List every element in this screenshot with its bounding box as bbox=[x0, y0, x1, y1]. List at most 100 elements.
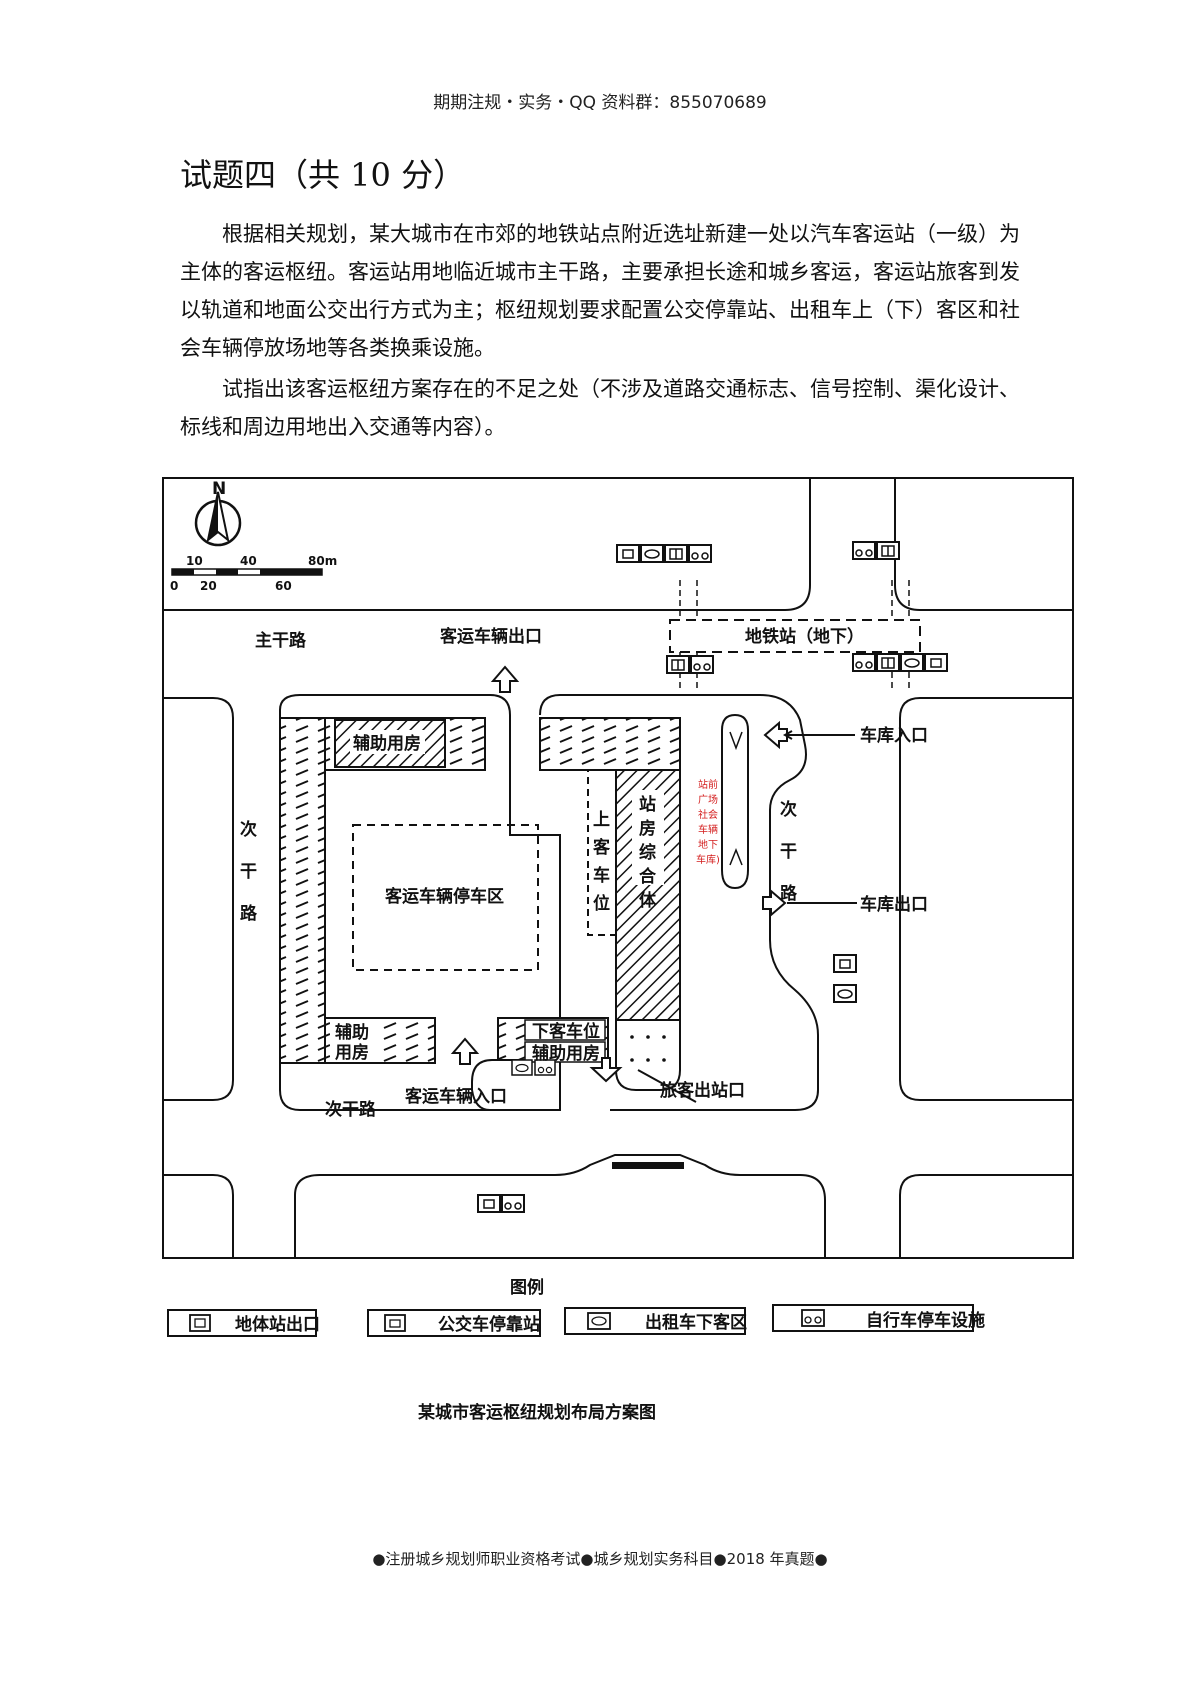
paragraph-2-text: 试指出该客运枢纽方案存在的不足之处（不涉及道路交通标志、信号控制、渠化设计、标线… bbox=[180, 377, 1020, 439]
median-strip bbox=[612, 1162, 684, 1169]
block-right bbox=[899, 697, 1074, 1101]
garage-ramp bbox=[721, 713, 749, 890]
aux-building-bottom bbox=[524, 1041, 606, 1063]
bus-stop-icon bbox=[616, 544, 640, 563]
legend-bus-label: 公交车停靠站 bbox=[438, 1314, 540, 1335]
plaza-line-1: 站前 bbox=[698, 778, 718, 791]
hub-layout-plan: N 10 40 80m 0 20 60 主干路 客运车辆出口 地铁站（地下） 车… bbox=[162, 477, 1074, 1423]
metro-station-label: 地铁站（地下） bbox=[745, 626, 864, 647]
scale-bottom-3: 60 bbox=[275, 579, 292, 593]
block-top-left bbox=[162, 477, 811, 611]
aux-top-label: 辅助用房 bbox=[353, 733, 421, 754]
station-complex-label: 站房综合体 bbox=[639, 794, 657, 911]
aux-left-label: 辅助 用房 bbox=[335, 1022, 369, 1063]
bus-stop-icon bbox=[384, 1314, 406, 1332]
bicycle-icon bbox=[852, 653, 876, 672]
metro-station-box bbox=[669, 619, 921, 653]
legend-bicycle: 自行车停车设施 bbox=[772, 1304, 985, 1332]
garage-entry-label: 车库入口 bbox=[860, 725, 928, 746]
scale-bottom-1: 0 bbox=[170, 579, 178, 593]
scale-bottom-2: 20 bbox=[200, 579, 217, 593]
question-paragraph-1: 根据相关规划，某大城市在市郊的地铁站点附近选址新建一处以汽车客运站（一级）为主体… bbox=[180, 215, 1030, 367]
scale-top-2: 40 bbox=[240, 554, 257, 568]
metro-exit-icon bbox=[189, 1314, 211, 1332]
bicycle-icon bbox=[534, 1059, 556, 1076]
svg-text:次干路: 次干路 bbox=[780, 799, 798, 904]
aux-left-line-1: 辅助 bbox=[335, 1022, 369, 1043]
main-road-label: 主干路 bbox=[255, 630, 307, 651]
plaza-line-6: 车库) bbox=[696, 853, 720, 866]
garage-exit-arrow bbox=[762, 888, 787, 918]
legend-metro: 地体站出口 bbox=[167, 1309, 320, 1337]
north-east-building-strip bbox=[539, 717, 681, 771]
passenger-exit-arrow bbox=[589, 1057, 623, 1083]
scale-top-3: 80m bbox=[308, 554, 337, 568]
bus-stop-icon bbox=[477, 1194, 501, 1213]
bus-parking-label: 客运车辆停车区 bbox=[384, 886, 504, 907]
bicycle-icon bbox=[852, 541, 876, 560]
bus-stop-icon bbox=[924, 653, 948, 672]
plaza-line-5: 地下 bbox=[698, 838, 718, 851]
legend-title: 图例 bbox=[510, 1277, 544, 1298]
aux-label-bg-left bbox=[330, 1020, 375, 1062]
taxi-icon bbox=[640, 544, 664, 563]
block-top-right bbox=[894, 477, 1074, 611]
bus-entry-label: 客运车辆入口 bbox=[404, 1086, 507, 1107]
bus-parking-area bbox=[352, 824, 539, 971]
legend-taxi: 出租车下客区 bbox=[564, 1307, 747, 1335]
svg-text:上客车位: 上客车位 bbox=[592, 810, 611, 914]
secondary-road-bottom-label: 次干路 bbox=[325, 1099, 377, 1120]
paragraph-1-text: 根据相关规划，某大城市在市郊的地铁站点附近选址新建一处以汽车客运站（一级）为主体… bbox=[180, 222, 1020, 360]
block-left bbox=[162, 697, 234, 1101]
station-plaza-end bbox=[615, 1019, 681, 1091]
page-footer: ●注册城乡规划师职业资格考试●城乡规划实务科目●2018 年真题● bbox=[372, 1550, 828, 1568]
plan-caption: 某城市客运枢纽规划布局方案图 bbox=[418, 1402, 656, 1423]
pickup-label: 上客车位 bbox=[592, 810, 611, 914]
bus-exit-arrow bbox=[490, 665, 520, 693]
bicycle-icon bbox=[688, 544, 712, 563]
bicycle-icon bbox=[801, 1309, 825, 1327]
station-label-bg bbox=[632, 790, 664, 885]
plaza-line-2: 广场 bbox=[698, 793, 718, 806]
question-paragraph-2: 试指出该客运枢纽方案存在的不足之处（不涉及道路交通标志、信号控制、渠化设计、标线… bbox=[180, 370, 1030, 446]
bus-stop-icon bbox=[833, 954, 857, 973]
block-bottom-middle bbox=[294, 1154, 826, 1259]
bicycle-icon bbox=[501, 1194, 525, 1213]
bicycle-icon bbox=[690, 655, 714, 674]
dropoff-bays bbox=[524, 1019, 606, 1041]
garage-exit-label: 车库出口 bbox=[860, 894, 928, 915]
bus-entry-arrow bbox=[450, 1037, 480, 1065]
hub-site-east bbox=[539, 694, 819, 1111]
legend-bicycle-label: 自行车停车设施 bbox=[866, 1310, 985, 1331]
west-building-strip bbox=[279, 717, 326, 1064]
secondary-road-left-label: 次干路 bbox=[240, 819, 258, 924]
facility-icons-top bbox=[477, 541, 948, 1213]
legend-metro-label: 地体站出口 bbox=[235, 1314, 320, 1335]
plaza-garage-annotation: 站前 广场 社会 车辆 地下 车库) bbox=[696, 778, 720, 866]
secondary-road-right-label: 次干路 bbox=[780, 799, 798, 904]
legend-bus: 公交车停靠站 bbox=[367, 1309, 541, 1337]
taxi-icon bbox=[511, 1059, 533, 1076]
aux-bottom-label: 辅助用房 bbox=[532, 1043, 600, 1064]
passenger-exit-label: 旅客出站口 bbox=[660, 1080, 745, 1101]
taxi-icon bbox=[833, 984, 857, 1003]
taxi-icon bbox=[587, 1312, 611, 1330]
hub-site-south bbox=[471, 1059, 610, 1111]
aux-label-bg-top bbox=[350, 730, 425, 754]
pickup-bays bbox=[587, 769, 617, 936]
scale-bar: 10 40 80m 0 20 60 bbox=[170, 554, 337, 593]
north-arrow: N bbox=[194, 479, 242, 547]
dropoff-label: 下客车位 bbox=[532, 1021, 600, 1042]
hub-site-west bbox=[279, 694, 561, 1111]
block-bottom-right bbox=[899, 1174, 1074, 1259]
aux-left-line-2: 用房 bbox=[335, 1042, 369, 1063]
plaza-line-4: 车辆 bbox=[698, 823, 718, 836]
scale-top-1: 10 bbox=[186, 554, 203, 568]
bus-exit-label: 客运车辆出口 bbox=[439, 626, 542, 647]
svg-text:次干路: 次干路 bbox=[240, 819, 258, 924]
compass-label: N bbox=[212, 479, 226, 499]
block-bottom-left bbox=[162, 1174, 234, 1259]
legend-taxi-label: 出租车下客区 bbox=[645, 1312, 747, 1333]
page-header: 期期注规・实务・QQ 资料群：855070689 bbox=[433, 93, 767, 113]
svg-text:站房综合体: 站房综合体 bbox=[639, 794, 657, 911]
